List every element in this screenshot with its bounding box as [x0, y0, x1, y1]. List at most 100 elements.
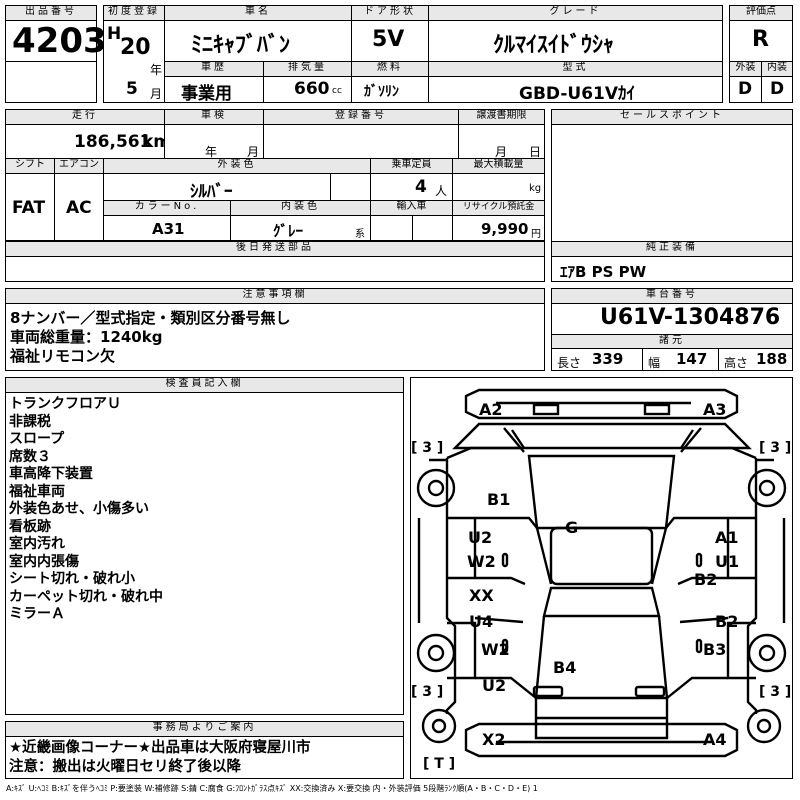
capacity: 4 — [415, 177, 427, 197]
era: H — [107, 24, 122, 44]
ext-color-divider — [330, 174, 331, 200]
import-cell — [370, 215, 453, 241]
model-cell: GBD-U61Vｶｲ — [428, 76, 723, 104]
note-line-3: 福祉リモコン欠 — [10, 347, 116, 365]
mark-right-rear-door: B2 — [715, 612, 739, 631]
inspector-line-3: スロープ — [9, 431, 65, 447]
tire-tread-left-rear: [ 3 ] — [411, 684, 444, 700]
reg-no-cell — [263, 124, 459, 159]
reg-year: 20 — [120, 35, 151, 60]
mark-back-door: B4 — [553, 658, 577, 677]
sales-point-cell — [551, 124, 793, 242]
car-name-cell: ﾐﾆｷｬﾌﾞﾊﾞﾝ — [164, 20, 352, 62]
fuel-cell: ｶﾞｿﾘﾝ — [351, 76, 429, 103]
lot-no-cell: 42035 — [5, 20, 130, 62]
inspector-line-5: 車高降下装置 — [9, 466, 93, 482]
spec-cell: 長さ 339 幅 147 高さ 188 — [551, 348, 793, 371]
inspector-cell: トランクフロアＵ 非課税 スロープ 席数３ 車高降下装置 福祉車両 外装色あせ、… — [5, 392, 404, 715]
tire-tread-right-front: [ 3 ] — [759, 440, 792, 456]
chassis-number: U61V-1304876 — [600, 305, 781, 330]
recycle-header: リサイクル預託金 — [452, 200, 545, 216]
fuel: ｶﾞｿﾘﾝ — [364, 84, 399, 100]
door-type: 5V — [372, 27, 405, 52]
int-color: ｸﾞﾚｰ — [273, 222, 304, 240]
office-line-2: 注意：搬出は火曜日セリ終了後以降 — [9, 759, 241, 775]
chassis-header: 車台番号 — [551, 288, 793, 304]
height: 188 — [756, 350, 788, 368]
inspector-line-6: 福祉車両 — [9, 483, 65, 500]
width: 147 — [676, 350, 708, 368]
history-header: 車歴 — [164, 61, 264, 77]
car-outline — [416, 388, 787, 758]
shift: FAT — [12, 198, 46, 218]
reg-no-header: 登録番号 — [263, 109, 459, 125]
later-parts-cell — [5, 256, 545, 282]
reg-month: 5 — [126, 79, 138, 99]
tire-tread-right-rear: [ 3 ] — [759, 684, 792, 700]
transfer-header: 譲渡書期限 — [458, 109, 545, 125]
fuel-header: 燃料 — [351, 61, 429, 77]
ac: AC — [66, 198, 92, 218]
equipment: ｴｱB PS PW — [560, 263, 647, 281]
legend: A:ｷｽﾞ U:ﾍｺﾐ B:ｷｽﾞを伴うﾍｺﾐ P:要塗装 W:補修跡 S:錆 … — [6, 784, 538, 793]
mark-left-rear-panel: U2 — [482, 676, 507, 695]
mark-right-pillar: B2 — [694, 570, 718, 589]
interior-header: 内装 — [761, 61, 793, 77]
year-unit: 年 — [150, 63, 163, 77]
mark-right-quarter: B3 — [703, 640, 727, 659]
note-line-1: 8ナンバー／型式指定・類別区分番号無し — [10, 309, 291, 327]
displacement-unit: cc — [332, 86, 342, 96]
import-divider — [412, 216, 413, 240]
mark-front-bumper-right: A3 — [703, 400, 727, 419]
mark-left-front-door-2: W2 — [467, 552, 496, 571]
color-no-cell: A31 — [103, 215, 231, 241]
exterior-header: 外装 — [729, 61, 762, 77]
inspector-line-13: ミラーＡ — [9, 606, 65, 622]
mark-left-front-door-1: U2 — [468, 528, 493, 547]
inspector-line-2: 非課税 — [9, 413, 51, 430]
inspector-line-12: カーペット切れ・破れ中 — [9, 588, 163, 605]
interior-cell: D — [761, 76, 793, 103]
car-name: ﾐﾆｷｬﾌﾞﾊﾞﾝ — [191, 33, 291, 58]
int-color-header: 内装色 — [230, 200, 371, 216]
mark-rear-bumper-left: X2 — [482, 730, 506, 749]
door-header: ドア形状 — [351, 5, 429, 21]
grade-cell: ｸﾙﾏｲｽｲﾄﾞｳｼｬ — [428, 20, 723, 62]
office-cell: ★近畿画像コーナー★出品車は大阪府寝屋川市 注意：搬出は火曜日セリ終了後以降 — [5, 736, 404, 779]
mark-left-quarter: W2 — [481, 640, 510, 659]
inspector-line-8: 看板跡 — [9, 518, 51, 535]
exterior-score: D — [738, 79, 753, 99]
damage-diagram: [ 3 ] [ 3 ] [ 3 ] [ 3 ] [ T ] A2 A3 B1 G… — [410, 377, 793, 779]
inspector-line-7: 外装色あせ、小傷多い — [9, 501, 149, 517]
capacity-header: 乗車定員 — [370, 158, 453, 174]
ext-color-cell: ｼﾙﾊﾞｰ — [103, 173, 371, 202]
spec-divider-2 — [718, 349, 719, 370]
inspector-line-9: 室内汚れ — [9, 536, 65, 552]
ac-cell: AC — [54, 173, 104, 241]
notes-header: 注意事項欄 — [5, 288, 545, 304]
import-header: 輸入車 — [370, 200, 453, 216]
mark-left-fender: B1 — [487, 490, 511, 509]
ac-header: エアコン — [54, 158, 104, 174]
color-no: A31 — [152, 220, 185, 238]
office-line-1: ★近畿画像コーナー★出品車は大阪府寝屋川市 — [9, 740, 311, 756]
inspection-header: 車検 — [164, 109, 264, 125]
spare-tire-mark: [ T ] — [423, 756, 456, 772]
note-line-2: 車両総重量：1240kg — [10, 328, 163, 346]
inspection-year-unit: 年 — [205, 145, 218, 159]
score-cell: R — [729, 20, 793, 62]
lot-no-blank-cell — [5, 61, 97, 103]
transfer-day-unit: 日 — [529, 145, 542, 159]
interior-score: D — [770, 79, 785, 99]
transfer-cell: 月 日 — [458, 124, 545, 159]
recycle-cell: 9,990 円 — [452, 215, 545, 241]
mark-right-front-door-1: A1 — [715, 528, 739, 547]
office-header: 事務局よりご案内 — [5, 721, 404, 737]
inspector-line-10: 室内内張傷 — [9, 553, 79, 570]
recycle-fee: 9,990 — [481, 220, 529, 238]
displacement: 660 — [294, 79, 330, 99]
displacement-cell: 660 cc — [263, 76, 352, 103]
spec-divider-1 — [642, 349, 643, 370]
equipment-header: 純正装備 — [551, 241, 793, 257]
inspector-line-11: シート切れ・破れ小 — [9, 571, 135, 587]
